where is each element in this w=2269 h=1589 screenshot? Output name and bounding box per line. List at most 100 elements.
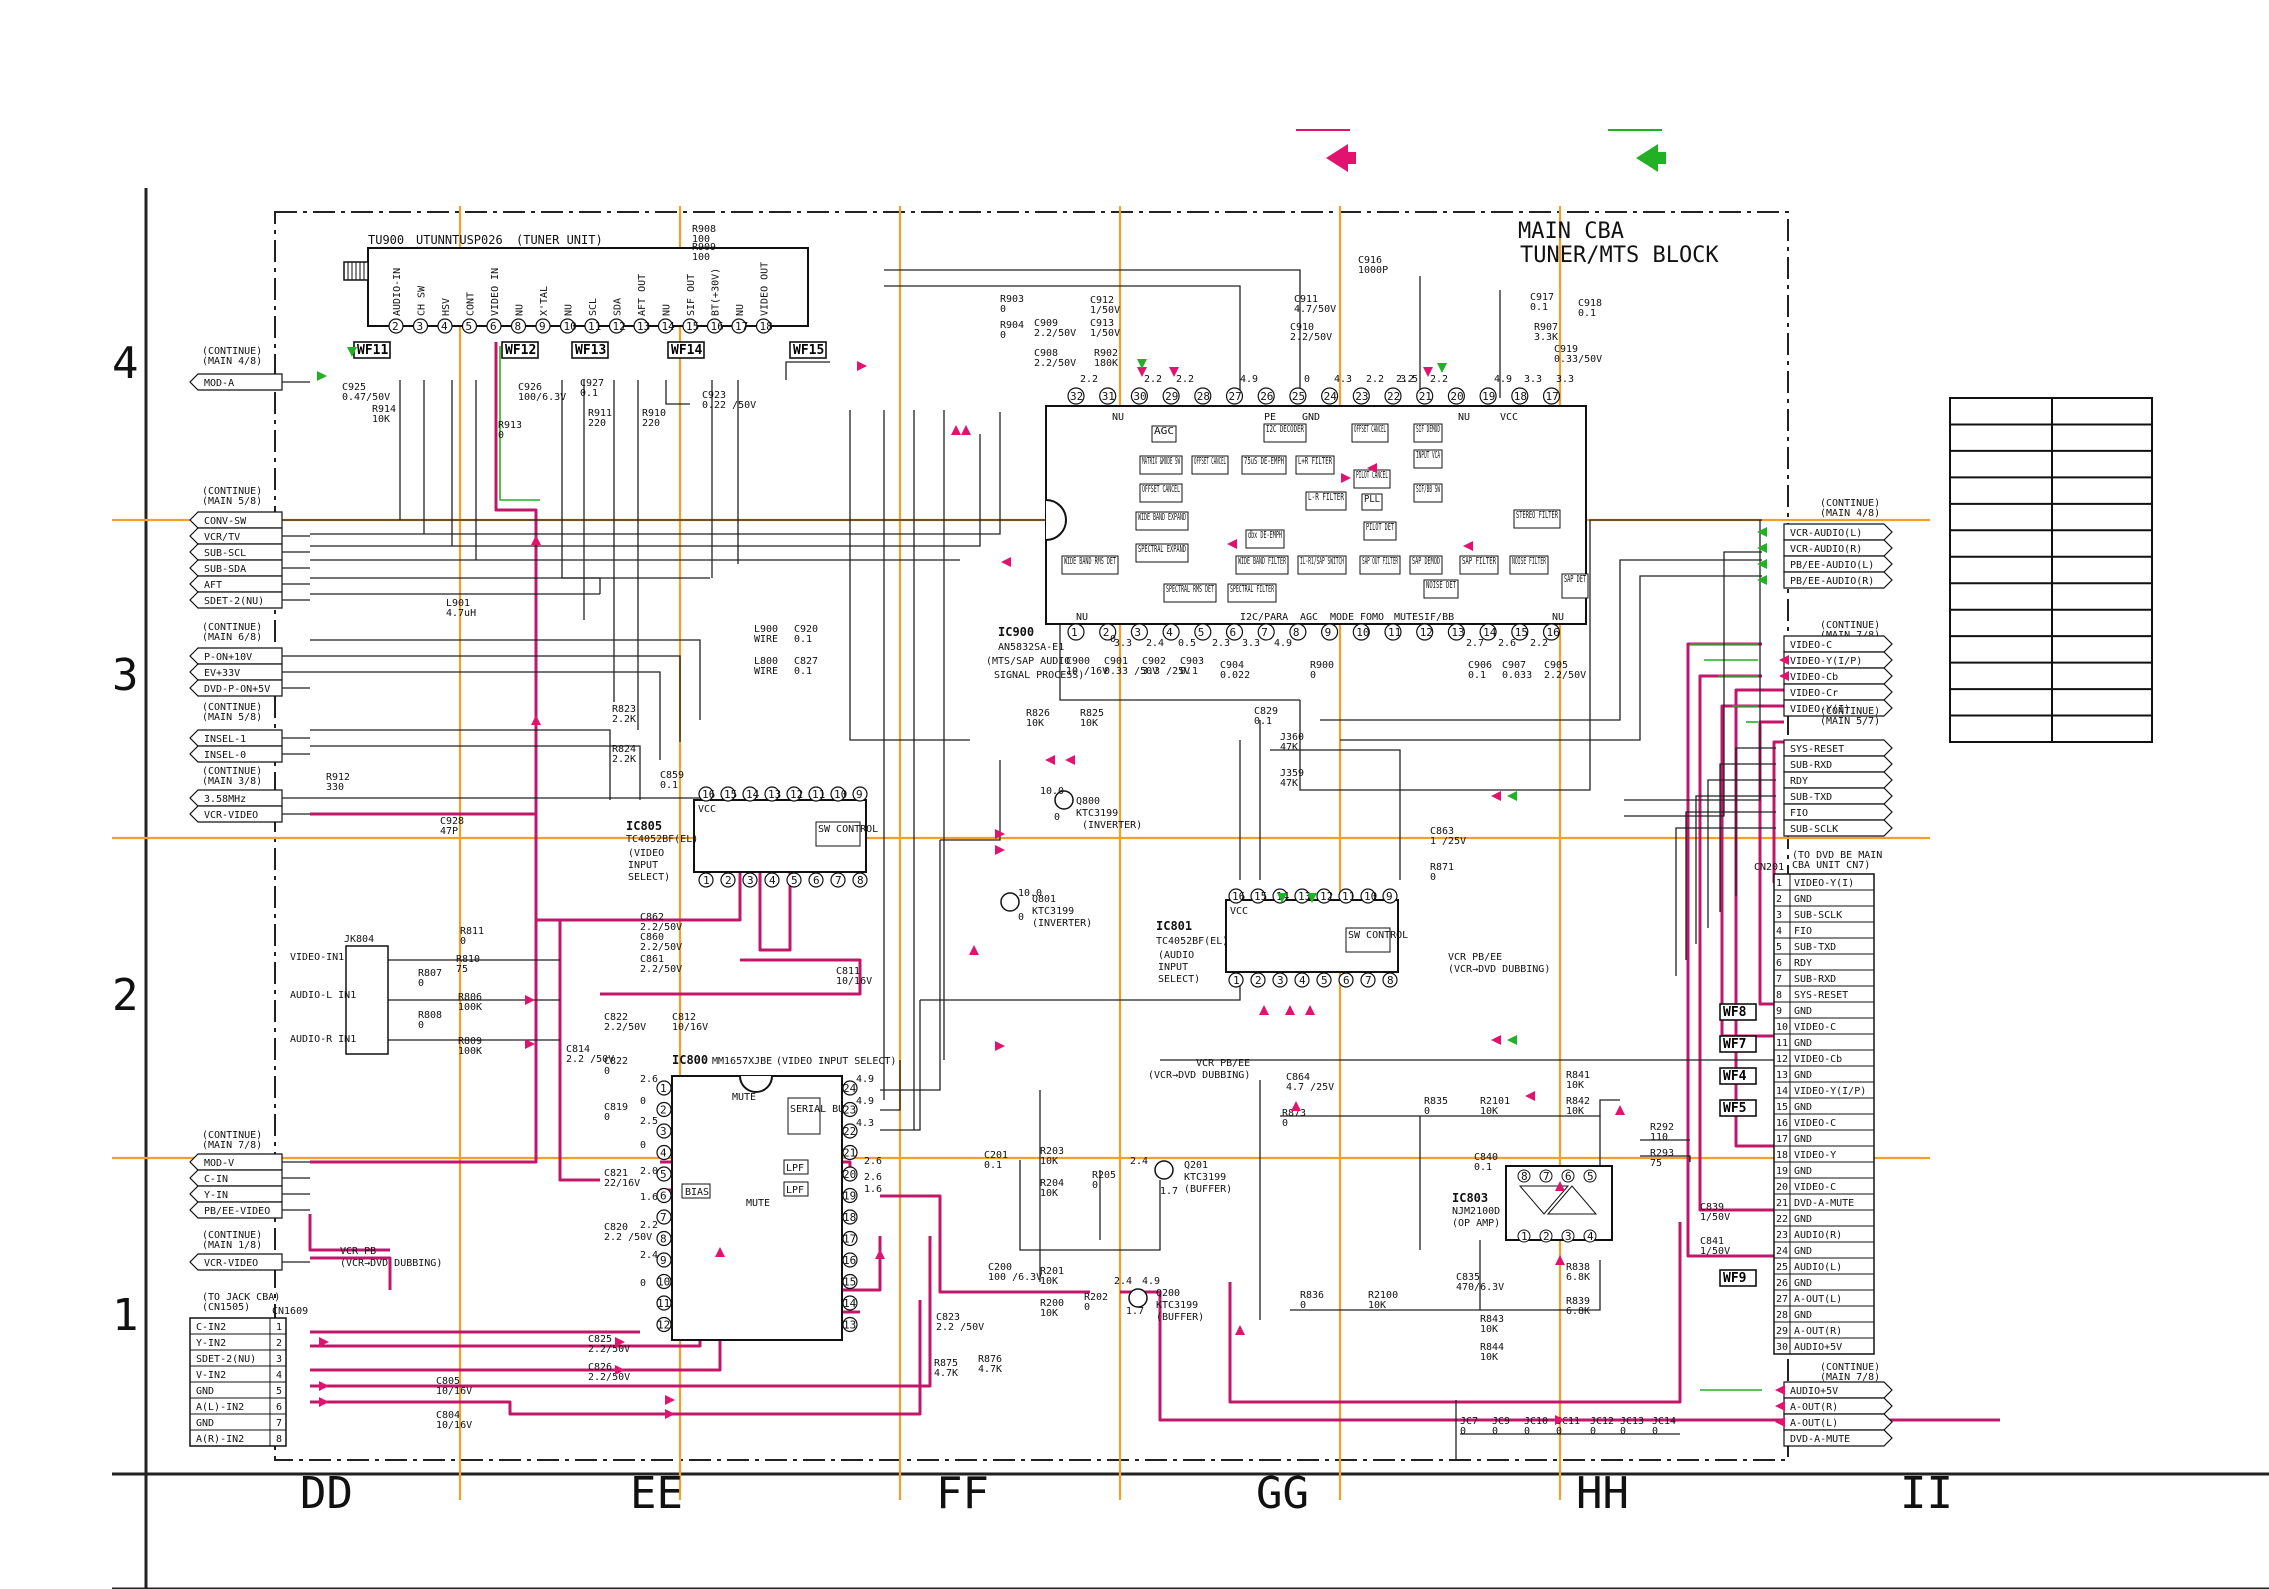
ic900-block [1409,555,1443,575]
ic900-block [1509,555,1549,575]
component-ref: C912 [1090,295,1114,306]
component-value: 100/6.3V [518,392,566,403]
ic900-pin [1225,387,1244,405]
component-ref: R900 [1310,660,1334,671]
component-ref: C819 [604,1102,628,1113]
ic900-block-label: SIF DEMOD [1416,424,1440,435]
component-value: 0 [1556,1426,1562,1437]
tuner-pin [731,318,747,334]
component-value: 470/6.3V [1456,1282,1504,1293]
ic900-pin-label: NU [1112,412,1124,423]
cn201-pin-number: 22 [1776,1214,1788,1225]
ic900-pin [1542,387,1561,405]
signal-arrow-icon [525,995,535,1005]
ic800-bias: BIAS [685,1187,709,1198]
ic800-pin-number: 23 [843,1104,856,1117]
component-ref: R875 [934,1358,958,1369]
ic900-block-label: PILOT DET [1366,522,1394,533]
ic805-pin-number: 15 [724,788,737,801]
q800-desc: (INVERTER) [1082,820,1142,831]
ic803-pin [1561,1169,1575,1183]
right-connector-header: (CONTINUE) [1820,706,1880,717]
cn201-pin-number: 10 [1776,1022,1788,1033]
tuner-pin-name: NU [662,304,673,316]
ic900-pin [1511,623,1529,641]
ic801-pin [1228,972,1244,988]
component-value: 10K [1080,718,1098,729]
ic805: SW CONTROL VCC IC805 TC4052BF(EL) (VIDEO… [626,786,878,888]
right-connector-header: (MAIN 7/8) [1820,1372,1880,1383]
right-connector-signal: SUB-TXD [1790,792,1832,803]
component-value: 10K [1040,1188,1058,1199]
ic900-pin [1257,387,1275,405]
cn201-pin-number: 26 [1776,1278,1788,1289]
ic900-pin [1162,623,1180,641]
jack-pin-name: SDET-2(NU) [196,1354,256,1365]
cn201-pin-name: A-OUT(R) [1794,1326,1842,1337]
component-value: 1/50V [1700,1246,1730,1257]
ic801-ref: IC801 [1156,919,1192,933]
ic800-pin-number: 18 [843,1211,856,1224]
component-value: 0 [1084,1302,1090,1313]
voltage-label: 1.7 [1126,1306,1144,1317]
component-value: 100K [458,1046,482,1057]
component-value: 0 [1460,1426,1466,1437]
voltage-label: 0 [1018,912,1024,923]
tuner-ref: TU900 [368,233,404,247]
q800-part: KTC3199 [1076,808,1118,819]
signal-arrow-icon [995,829,1005,839]
component-value: 2.2/50V [1544,670,1586,681]
cn201-pin-name: VIDEO-Cb [1794,1054,1842,1065]
cn201-pin-number: 19 [1776,1166,1788,1177]
left-connector-header: (CONTINUE) [202,1230,262,1241]
ic805-pin [852,786,868,802]
cn201-pin-number: 17 [1776,1134,1788,1145]
signal-arrow-icon [1463,541,1473,551]
left-connector-signal: SUB-SCL [204,548,246,559]
component-value: 10 /16V [1066,666,1108,677]
voltage-label: 4.3 [856,1118,874,1129]
ic803-pin [1517,1169,1531,1183]
tuner-pin-name: VIDEO OUT [760,262,771,316]
tuner-pin-name: X'TAL [539,286,550,316]
ic800-pin [842,1144,858,1161]
waveform-label: WF11 [357,343,388,358]
component-ref: R839 [1566,1296,1590,1307]
voltage-label: 4.9 [856,1074,874,1085]
waveform-tag [1719,1003,1757,1021]
ic800-pin [656,1144,672,1161]
ic900-pin-label: MUTE [1394,612,1418,623]
voltage-label: 2.2 [1176,374,1194,385]
component-value: 1 /25V [1430,836,1466,847]
component-value: 0.1 [1254,716,1272,727]
tuner-pin-name: HSV [441,298,452,316]
ic900-block [1241,455,1287,475]
ic900-block [1263,423,1307,443]
cn201-pin-name: VIDEO-Y [1794,1150,1836,1161]
ic801-pin-number: 6 [1343,974,1350,987]
ic805-pin [698,872,714,888]
waveform-tag [501,341,539,359]
ic900-block-label: INPUT VCA [1416,450,1440,461]
component-ref: R841 [1566,1070,1590,1081]
left-connector-signal: SUB-SDA [204,564,246,575]
component-ref: C811 [836,966,860,977]
ic801-pin-number: 10 [1364,890,1377,903]
component-value: 0.1 [580,388,598,399]
signal-arrow-icon [1507,1035,1517,1045]
ic900-pin-number: 18 [1514,390,1527,403]
ic900-block-label: SAP FILTER [1462,556,1497,567]
component-value: 0.1 [794,666,812,677]
cn201-header: (TO DVD BE MAIN [1792,850,1882,861]
ic900-block [1135,543,1189,563]
ic801-pin-number: 5 [1321,974,1328,987]
ic900-pin-number: 14 [1483,626,1497,639]
waveform-tag [789,341,827,359]
cn201-pin-name: A-OUT(L) [1794,1294,1842,1305]
signal-arrow-icon [319,1337,329,1347]
note-vcr-pbee-3: VCR PB/EE [1196,1058,1250,1069]
ic900-pin [1162,387,1180,405]
ic900-pin [1320,623,1339,641]
cn201-pin-name: AUDIO+5V [1794,1342,1842,1353]
